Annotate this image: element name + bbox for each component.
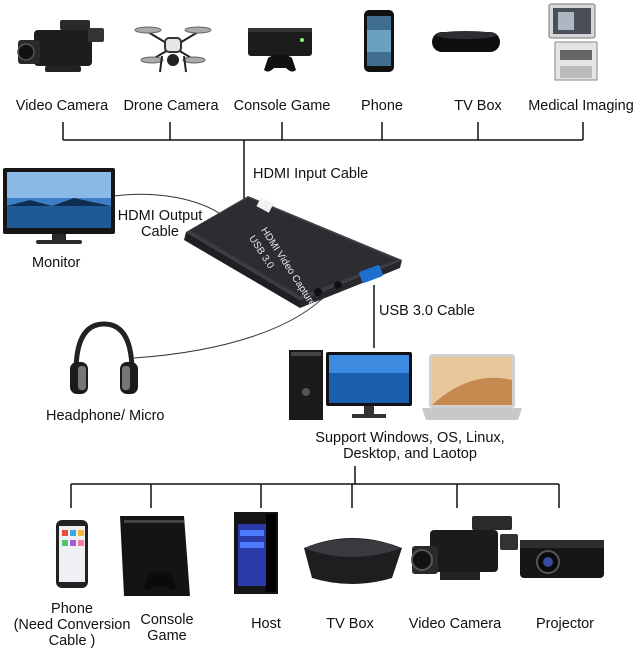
usb-port — [359, 265, 383, 283]
source-label: Video Camera — [15, 98, 109, 114]
target-label: Host — [251, 616, 281, 632]
source-label: TV Box — [454, 98, 502, 114]
desktop-tower-icon — [289, 350, 323, 420]
headphone-label: Headphone/ Micro — [46, 408, 165, 424]
target-label-line2: Game — [147, 628, 187, 644]
target-label: Phone — [51, 601, 93, 617]
projector-icon — [520, 540, 604, 578]
laptop-icon — [422, 354, 522, 420]
source-label: Medical Imaging — [528, 98, 634, 114]
target-label: Console — [140, 612, 194, 628]
smartphone-icon — [56, 520, 88, 588]
video-camera-icon — [17, 20, 104, 72]
desktop-tower-icon — [234, 512, 278, 594]
target-label: TV Box — [326, 616, 374, 632]
tv-box-icon — [432, 31, 500, 52]
source-label: Phone — [361, 98, 403, 114]
computers-support-label: Support Windows, OS, Linux, — [315, 430, 505, 446]
drone-icon — [134, 26, 212, 73]
usb-cable-label: USB 3.0 Cable — [379, 303, 475, 319]
source-label: Drone Camera — [123, 98, 219, 114]
target-label-line2: (Need Conversion — [13, 617, 131, 633]
medical-imaging-icon — [548, 3, 598, 81]
monitor-label: Monitor — [32, 255, 81, 271]
hdmi-input-cable-label: HDMI Input Cable — [253, 166, 369, 182]
target-label: Video Camera — [408, 616, 502, 632]
hdmi-output-cable-label-line2: Cable — [141, 224, 179, 240]
hdmi-output-cable-label: HDMI Output — [117, 208, 203, 224]
source-label: Console Game — [233, 98, 331, 114]
game-console-icon — [120, 516, 190, 596]
desktop-monitor-icon — [326, 352, 412, 418]
smartphone-icon — [364, 10, 394, 72]
computers-support-label-line2: Desktop, and Laotop — [343, 446, 477, 462]
video-camera-icon — [411, 516, 518, 580]
target-label: Projector — [535, 616, 595, 632]
target-label-line3: Cable ) — [48, 633, 96, 649]
game-console-icon — [248, 28, 312, 72]
tv-box-icon — [304, 538, 402, 584]
